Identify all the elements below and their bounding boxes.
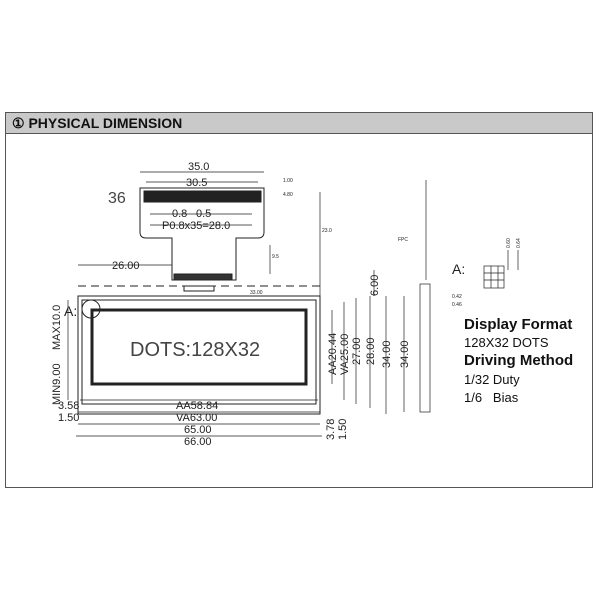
driving-method-title: Driving Method xyxy=(464,352,574,369)
dim-fpc-length: 23.0 xyxy=(322,228,332,234)
dim-aa-width: AA58.84 xyxy=(176,400,218,412)
dim-bottom-378: 3.78 xyxy=(325,419,337,440)
display-format-title: Display Format xyxy=(464,316,573,333)
dim-fpc-neck: 9.5 xyxy=(272,254,279,260)
dim-height-34: 34.00 xyxy=(381,340,393,368)
dim-pin-gap: 0.5 xyxy=(196,208,211,220)
dim-fpc-t1: 1.00 xyxy=(283,178,293,184)
display-dots-label: DOTS:128X32 xyxy=(130,339,260,361)
dim-dot-h1: 0.42 xyxy=(452,294,462,300)
dim-bottom-150: 1.50 xyxy=(337,419,349,440)
dim-width-66: 66.00 xyxy=(184,436,212,448)
dim-left-150: 1.50 xyxy=(58,412,79,424)
detail-a-circle xyxy=(81,299,101,319)
dim-fpc-width: 35.0 xyxy=(188,161,209,173)
dim-top-6: 6.00 xyxy=(369,275,381,296)
section-header: ① PHYSICAL DIMENSION xyxy=(5,112,593,134)
dim-width-65: 65.00 xyxy=(184,424,212,436)
dim-min9: MIN9.00 xyxy=(51,363,63,405)
dim-dot-h2: 0.46 xyxy=(452,302,462,308)
dim-fpc-pos: 33.00 xyxy=(250,290,263,296)
dim-pin-span: 30.5 xyxy=(186,177,207,189)
active-area xyxy=(90,308,308,386)
display-format-value: 128X32 DOTS xyxy=(464,335,549,350)
dim-side-34: 34.00 xyxy=(399,340,411,368)
dim-left-358: 3.58 xyxy=(58,400,79,412)
dim-max10: MAX10.0 xyxy=(51,305,63,350)
dim-dot-w2: 0.64 xyxy=(516,238,522,248)
dim-dot-w1: 0.60 xyxy=(506,238,512,248)
duty-value: 1/32 Duty xyxy=(464,372,520,387)
dim-height-28: 28.00 xyxy=(365,337,377,365)
pin-count-label: 36 xyxy=(108,190,126,207)
dim-aa-height: AA20.44 xyxy=(327,333,339,375)
fpc-label: FPC xyxy=(398,237,408,243)
section-number: ① xyxy=(12,115,25,131)
dim-fpc-t2: 4.80 xyxy=(283,192,293,198)
detail-a-label: A: xyxy=(64,303,77,319)
section-title: PHYSICAL DIMENSION xyxy=(28,115,183,131)
fpc-connector xyxy=(173,273,233,281)
bias-value: 1/6 Bias xyxy=(464,390,519,405)
module-outline xyxy=(77,295,321,415)
dim-pitch: P0.8x35=28.0 xyxy=(162,220,230,232)
fpc-contacts xyxy=(143,190,262,203)
dim-height-27: 27.00 xyxy=(351,337,363,365)
dim-pin-width: 0.8 xyxy=(172,208,187,220)
detail-a-title: A: xyxy=(452,261,465,277)
fpc-tail xyxy=(139,187,265,281)
dim-va-height: VA25.00 xyxy=(339,334,351,375)
dim-fpc-offset: 26.00 xyxy=(112,260,140,272)
dim-va-width: VA63.00 xyxy=(176,412,217,424)
